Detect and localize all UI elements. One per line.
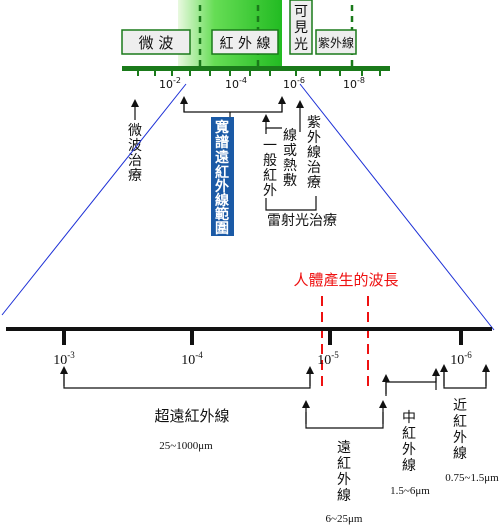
svg-text:紅: 紅 (453, 414, 467, 430)
svg-text:治: 治 (307, 160, 321, 176)
svg-text:圍: 圍 (215, 221, 229, 237)
band-visible-char: 可 (294, 4, 308, 20)
laser-therapy-bracket (265, 196, 317, 211)
near-ir-name: 近 紅 外 線 (453, 398, 467, 462)
svg-text:外: 外 (307, 130, 321, 146)
svg-text:寬: 寬 (214, 119, 229, 136)
band-brackets (60, 364, 490, 429)
svg-text:譜: 譜 (215, 134, 229, 151)
svg-text:外: 外 (453, 430, 467, 446)
svg-text:波: 波 (128, 138, 142, 154)
svg-text:般: 般 (263, 153, 277, 169)
svg-text:療: 療 (128, 167, 142, 184)
band-visible-char: 見 (294, 20, 308, 36)
svg-text:療: 療 (307, 174, 321, 191)
svg-text:或: 或 (283, 143, 297, 159)
svg-text:線: 線 (453, 446, 467, 462)
mid-ir-name: 中 紅 外 線 (402, 410, 416, 474)
svg-text:線: 線 (283, 128, 297, 144)
bottom-tick-label: 10-4 (181, 350, 203, 368)
svg-text:中: 中 (402, 410, 416, 426)
svg-text:遠: 遠 (215, 149, 229, 166)
band-infrared: 紅 外 線 (211, 29, 279, 55)
applications: 微 波 治 療 寬 譜 遠 紅 外 線 範 圍 一 般 紅 外 (128, 96, 337, 237)
distant-ir-bracket (305, 412, 384, 429)
svg-text:線: 線 (307, 145, 321, 161)
far-ir-name: 超遠紅外線 (154, 407, 229, 425)
near-ir-range: 0.75~1.5μm (445, 472, 499, 484)
top-tick-label: 10-6 (283, 76, 305, 91)
band-visible-char: 光 (294, 37, 308, 53)
broad-ir-label: 寬 譜 遠 紅 外 線 範 圍 (214, 119, 229, 237)
mid-ir-range: 1.5~6μm (390, 485, 430, 497)
zoom-line-right (299, 83, 495, 331)
top-tick-label: 10-2 (159, 76, 181, 91)
svg-text:一: 一 (263, 138, 277, 154)
band-ultraviolet-label: 紫外線 (318, 35, 354, 50)
near-ir-bracket (443, 372, 487, 389)
uv-therapy-label: 紫 外 線 治 療 (307, 115, 321, 191)
bottom-tick (62, 327, 66, 345)
broad-ir-box (211, 117, 234, 236)
svg-text:近: 近 (453, 398, 467, 414)
bottom-tick (328, 327, 332, 345)
band-visible: 可 見 光 (289, 0, 313, 55)
general-ir-bracket (265, 127, 282, 134)
top-axis (122, 66, 390, 71)
bottom-axis (6, 327, 492, 331)
human-wavelength-label: 人體產生的波長 (293, 271, 398, 289)
mid-ir-bracket (385, 378, 437, 396)
band-ultraviolet: 紫外線 (315, 29, 357, 55)
bottom-tick (190, 327, 194, 345)
svg-text:遠: 遠 (337, 440, 351, 456)
svg-text:外: 外 (337, 472, 351, 488)
svg-text:微: 微 (128, 123, 142, 139)
svg-text:敷: 敷 (283, 173, 297, 189)
band-microwave-label: 微 波 (139, 34, 174, 52)
svg-text:外: 外 (215, 178, 229, 195)
band-infrared-label: 紅 外 線 (220, 36, 271, 52)
broad-ir-bracket (183, 103, 283, 113)
far-ir-range: 25~1000μm (159, 440, 213, 452)
svg-text:紫: 紫 (307, 115, 321, 131)
svg-text:紅: 紅 (402, 426, 416, 442)
bottom-tick-label: 10-3 (53, 350, 75, 368)
bottom-tick (459, 327, 463, 345)
zoom-line-left (1, 83, 187, 316)
general-ir-label: 一 般 紅 外 (263, 138, 277, 199)
top-minor-ticks (137, 66, 381, 76)
microwave-therapy-label: 微 波 治 療 (128, 123, 142, 184)
svg-text:範: 範 (215, 206, 229, 223)
svg-text:熱: 熱 (283, 158, 297, 174)
far-ir-bracket (63, 372, 311, 389)
svg-text:紅: 紅 (337, 456, 351, 472)
top-tick-label: 10-8 (343, 76, 365, 91)
svg-text:治: 治 (128, 153, 142, 169)
band-microwave: 微 波 (121, 29, 191, 55)
svg-text:紅: 紅 (263, 168, 277, 184)
svg-text:線: 線 (402, 458, 416, 474)
distant-ir-range: 6~25μm (326, 513, 363, 525)
bottom-scale: 10-3 10-4 10-5 10-6 (6, 327, 492, 368)
svg-text:線: 線 (337, 488, 351, 504)
distant-ir-name: 遠 紅 外 線 (337, 440, 351, 504)
svg-text:紅: 紅 (215, 164, 229, 181)
laser-therapy-label: 雷射光治療 (267, 212, 337, 229)
lines-or-heat-label: 線 或 熱 敷 (283, 128, 297, 189)
bottom-tick-label: 10-6 (450, 350, 472, 368)
svg-text:外: 外 (402, 442, 416, 458)
svg-text:外: 外 (263, 183, 277, 199)
top-tick-label: 10-4 (225, 76, 247, 91)
svg-text:線: 線 (215, 192, 229, 209)
top-spectrum: 微 波 紅 外 線 可 見 光 紫外線 (121, 0, 390, 91)
bottom-tick-label: 10-5 (317, 350, 339, 368)
